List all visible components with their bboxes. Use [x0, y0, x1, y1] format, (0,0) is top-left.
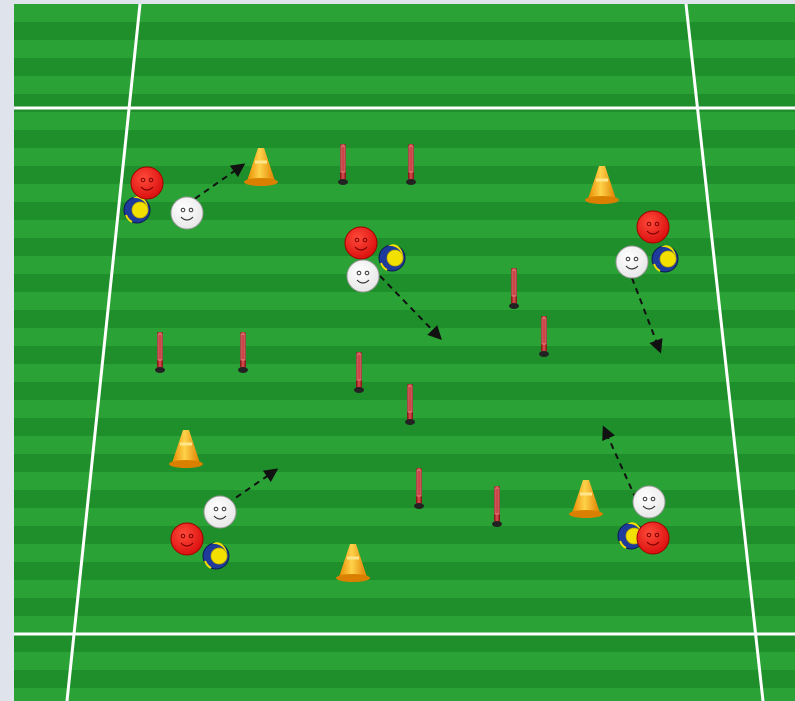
grass-stripe	[14, 40, 795, 58]
red-player	[131, 167, 163, 199]
grass-stripe	[14, 274, 795, 292]
grass-stripe	[14, 454, 795, 472]
grass-stripe	[14, 220, 795, 238]
grass-stripe	[14, 526, 795, 544]
soccer-ball	[652, 245, 678, 272]
grass-stripe	[14, 616, 795, 634]
grass-stripe	[14, 58, 795, 76]
grass-stripe	[14, 598, 795, 616]
grass-stripe	[14, 148, 795, 166]
grass-stripe	[14, 580, 795, 598]
white-player	[171, 197, 203, 229]
white-player	[204, 496, 236, 528]
red-player	[345, 227, 377, 259]
white-player	[616, 246, 648, 278]
white-player	[633, 486, 665, 518]
grass-stripe	[14, 418, 795, 436]
grass-stripe	[14, 436, 795, 454]
grass-stripe	[14, 310, 795, 328]
grass-stripe	[14, 490, 795, 508]
soccer-ball	[203, 542, 229, 569]
soccer-ball	[124, 196, 150, 223]
grass-stripe	[14, 652, 795, 670]
soccer-ball	[379, 244, 405, 271]
grass-stripe	[14, 130, 795, 148]
grass-stripe	[14, 472, 795, 490]
grass-stripe	[14, 544, 795, 562]
grass-stripe	[14, 634, 795, 652]
grass-stripe	[14, 400, 795, 418]
grass-stripe	[14, 508, 795, 526]
grass-stripe	[14, 382, 795, 400]
red-player	[171, 523, 203, 555]
grass-stripe	[14, 328, 795, 346]
white-player	[347, 260, 379, 292]
grass-stripe	[14, 112, 795, 130]
grass-stripe	[14, 688, 795, 701]
red-player	[637, 211, 669, 243]
grass-stripe	[14, 364, 795, 382]
red-player	[637, 522, 669, 554]
grass-stripe	[14, 670, 795, 688]
grass-stripe	[14, 562, 795, 580]
grass-stripe	[14, 346, 795, 364]
grass-stripe	[14, 22, 795, 40]
grass-stripe	[14, 4, 795, 22]
